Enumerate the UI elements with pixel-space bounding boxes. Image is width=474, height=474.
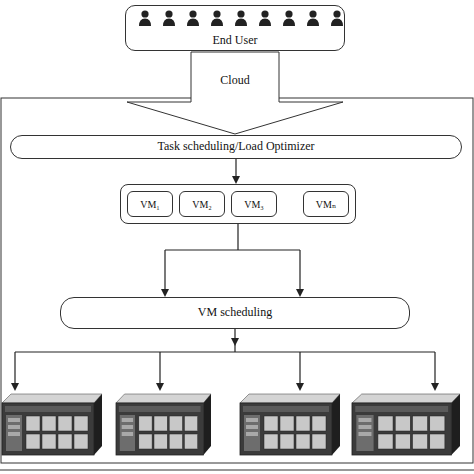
connector (161, 224, 304, 297)
server-distribution-arrows (296, 383, 304, 391)
vm-pool-box: VM₁ VM₂ VM₃ VMₙ (120, 184, 356, 224)
arrow-head (296, 289, 304, 297)
user-icons (165, 10, 172, 17)
server-distribution-arrows (431, 383, 439, 391)
block-arrow (127, 52, 343, 134)
user-icons (331, 19, 343, 27)
vm-box: VMₙ (303, 191, 349, 217)
node-text: VM₁ (140, 199, 160, 210)
arrow-head (232, 176, 240, 184)
user-icons (163, 19, 175, 27)
connector (127, 52, 343, 134)
server-row (116, 394, 211, 455)
user-icons (307, 19, 319, 27)
connector-line (235, 159, 236, 177)
server-distribution-arrows (11, 338, 439, 391)
user-icons (189, 10, 196, 17)
user-icons (237, 10, 244, 17)
vm-box: VM₂ (179, 191, 225, 217)
user-icons (211, 19, 223, 27)
node-text: Task scheduling/Load Optimizer (157, 140, 314, 153)
vm-box: VM₁ (127, 191, 173, 217)
node-text: VM₃ (244, 199, 264, 210)
server-distribution-arrows (15, 329, 435, 384)
server-row (2, 394, 102, 455)
user-icons (139, 10, 343, 26)
user-icons (331, 10, 343, 26)
vm-box: VM₃ (231, 191, 277, 217)
user-icons (139, 10, 151, 26)
user-icons (139, 19, 151, 27)
node-text: VMₙ (316, 199, 336, 210)
connector-line (165, 224, 300, 290)
connector (232, 159, 240, 184)
user-icons (213, 10, 220, 17)
user-icons (333, 10, 340, 17)
node-text: VM₂ (192, 199, 212, 210)
scheduler-box: VM scheduling (60, 297, 410, 329)
server-distribution-arrows (11, 329, 439, 391)
user-icons (141, 10, 148, 17)
cloud-frame (1, 98, 473, 463)
user-icons (307, 10, 319, 26)
user-icons (259, 19, 271, 27)
user-icons (283, 10, 295, 26)
edge-label: Cloud (220, 73, 249, 88)
user-icons (187, 10, 199, 26)
server-distribution-arrows (11, 383, 19, 391)
node-text: VM scheduling (198, 306, 272, 319)
optimizer-box: Task scheduling/Load Optimizer (10, 135, 462, 159)
user-icons (285, 10, 292, 17)
user-group-box: End User (125, 5, 345, 51)
user-icons (309, 10, 316, 17)
user-icons (235, 19, 247, 27)
user-icons (259, 10, 271, 26)
server-distribution-arrows (231, 338, 239, 346)
server-distribution-arrows (156, 383, 164, 391)
cloud-frame (0, 98, 474, 470)
user-icons (187, 19, 199, 27)
server-row (352, 394, 460, 455)
user-icons (235, 10, 247, 26)
user-icons (261, 10, 268, 17)
user-icons (283, 19, 295, 27)
cloud-frame (0, 470, 474, 471)
user-icons (211, 10, 223, 26)
arrow-head (161, 289, 169, 297)
user-icons (163, 10, 175, 26)
node-text: End User (213, 34, 258, 47)
server-row (240, 394, 340, 455)
server-row (2, 394, 460, 455)
